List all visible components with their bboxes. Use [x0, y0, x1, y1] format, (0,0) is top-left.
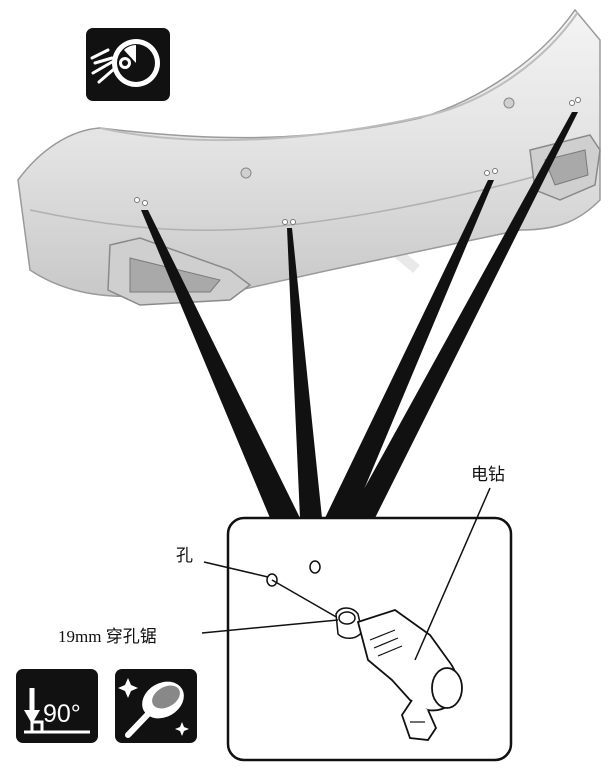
perpendicular-90-icon: 90°: [16, 669, 98, 743]
eye-protection-icon: [86, 28, 170, 101]
callout-wedges: [141, 112, 578, 518]
leader-lines: [201, 487, 491, 661]
drill-label: 电钻: [471, 465, 505, 484]
hole-label: 孔: [176, 546, 193, 565]
detail-box: [226, 516, 513, 762]
hole-saw-label: 19mm 穿孔锯: [58, 627, 157, 646]
svg-text:90°: 90°: [43, 700, 81, 728]
bumper-illustration: [17, 8, 601, 306]
clean-surface-icon: [115, 669, 197, 743]
